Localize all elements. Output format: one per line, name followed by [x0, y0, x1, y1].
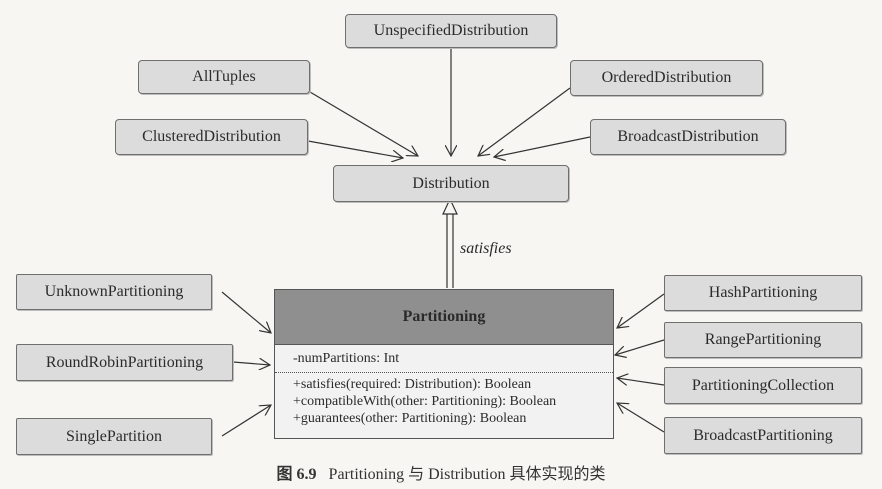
- node-all-tuples: AllTuples: [138, 60, 310, 94]
- arrow-clustered-to-distribution: [307, 140, 403, 158]
- edge-label-satisfies: satisfies: [460, 240, 512, 257]
- arrow-unknown-to-partitioning: [221, 291, 271, 333]
- node-partitioning-collection: PartitioningCollection: [664, 367, 862, 404]
- node-roundrobin-partitioning: RoundRobinPartitioning: [16, 344, 233, 381]
- partitioning-class-attribute: -numPartitions: Int: [275, 345, 613, 373]
- node-unknown-partitioning: UnknownPartitioning: [16, 274, 212, 310]
- arrow-collection-to-partitioning: [617, 378, 665, 386]
- partitioning-class-operations: +satisfies(required: Distribution): Bool…: [275, 373, 613, 427]
- arrow-hash-to-partitioning: [617, 293, 665, 328]
- arrow-broadcast-part-to-partitioning: [617, 403, 665, 433]
- node-clustered-distribution: ClusteredDistribution: [115, 119, 308, 155]
- figure-caption: 图 6.9 Partitioning 与 Distribution 具体实现的类: [0, 460, 882, 484]
- arrow-alltuples-to-distribution: [309, 91, 418, 156]
- node-single-partition: SinglePartition: [16, 418, 212, 455]
- node-distribution: Distribution: [333, 165, 569, 202]
- arrow-satisfies: [442, 197, 458, 288]
- operation-satisfies: +satisfies(required: Distribution): Bool…: [293, 377, 532, 392]
- node-hash-partitioning: HashPartitioning: [664, 275, 862, 311]
- arrow-single-to-partitioning: [221, 405, 271, 437]
- operation-guarantees: +guarantees(other: Partitioning): Boolea…: [293, 411, 527, 426]
- figure-caption-text: Partitioning 与 Distribution 具体实现的类: [328, 466, 606, 483]
- partitioning-class-box: Partitioning -numPartitions: Int +satisf…: [274, 289, 614, 439]
- figure-number: 图 6.9: [276, 466, 317, 483]
- operation-compatible-with: +compatibleWith(other: Partitioning): Bo…: [293, 394, 557, 409]
- partitioning-class-title: Partitioning: [275, 290, 613, 345]
- node-ordered-distribution: OrderedDistribution: [570, 60, 763, 96]
- node-unspecified-distribution: UnspecifiedDistribution: [345, 14, 557, 48]
- arrow-broadcast-dist-to-distribution: [494, 136, 591, 157]
- arrow-range-to-partitioning: [615, 339, 665, 355]
- node-range-partitioning: RangePartitioning: [664, 322, 862, 358]
- arrow-roundrobin-to-partitioning: [232, 362, 270, 365]
- node-broadcast-partitioning: BroadcastPartitioning: [664, 417, 862, 454]
- arrow-ordered-to-distribution: [478, 87, 571, 156]
- node-broadcast-distribution: BroadcastDistribution: [590, 119, 786, 155]
